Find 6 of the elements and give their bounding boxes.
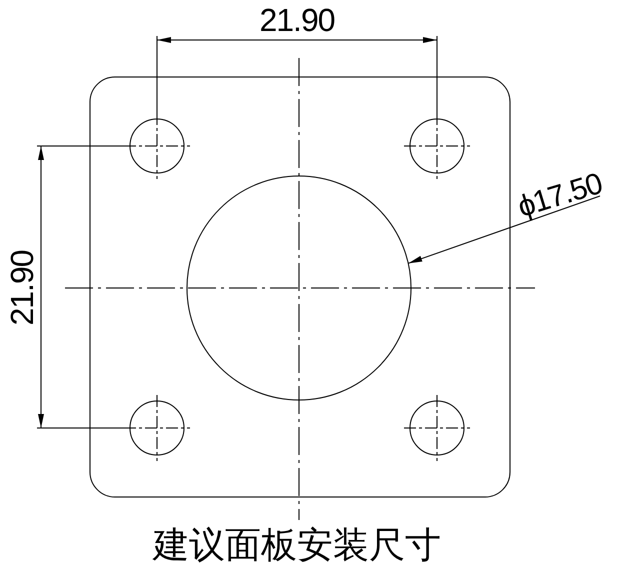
leader-line — [408, 196, 600, 264]
caption: 建议面板安装尺寸 — [153, 528, 441, 564]
dimension-value: ϕ17.50 — [514, 169, 606, 223]
cutout-circle — [186, 176, 412, 400]
dimension-value: 21.90 — [259, 4, 335, 36]
dimension-value: 21.90 — [6, 250, 38, 326]
